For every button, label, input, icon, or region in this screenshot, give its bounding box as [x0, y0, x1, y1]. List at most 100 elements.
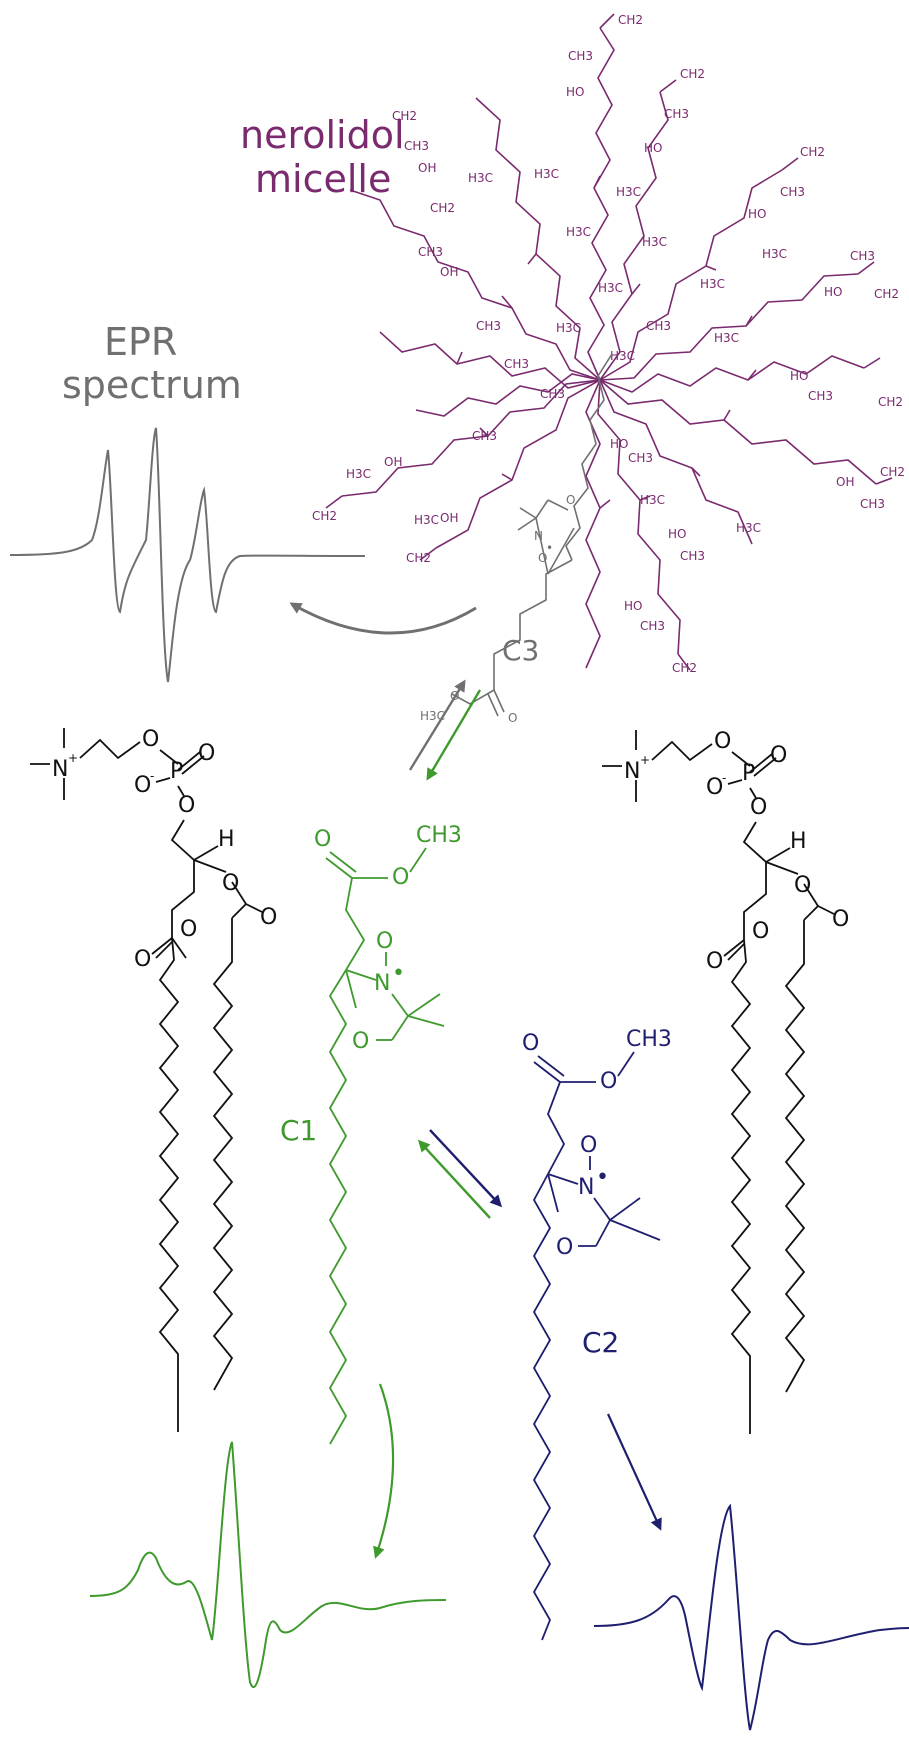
epr-spectrum-c3	[9, 427, 366, 683]
label-o: O	[352, 1029, 369, 1054]
label-o: O	[142, 727, 159, 752]
label-h3c: H3C	[420, 709, 445, 723]
label-ho: HO	[668, 527, 686, 541]
label-o: O	[566, 493, 575, 507]
epr-spectrum-c1	[89, 1441, 447, 1688]
label-ch3: CH3	[850, 249, 875, 263]
epr-spectrum-c2	[593, 1503, 909, 1731]
label-ch3: CH3	[476, 319, 501, 333]
label-h: H	[218, 827, 235, 852]
label-ch3: CH3	[626, 1027, 672, 1052]
label-ch3: CH3	[680, 549, 705, 563]
label-minus: -	[150, 769, 154, 783]
label-h3c: H3C	[598, 281, 623, 295]
label-o: O	[770, 743, 787, 768]
label-dot: •	[596, 1165, 609, 1190]
label-p: P	[170, 759, 183, 784]
label-ch2: CH2	[618, 13, 643, 27]
label-h3c: H3C	[556, 321, 581, 335]
c1-to-spectrum-arrow-icon	[373, 1383, 395, 1559]
label-o: O	[178, 793, 195, 818]
label-h3c: H3C	[566, 225, 591, 239]
label-ch3: CH3	[628, 451, 653, 465]
label-o: O	[580, 1133, 597, 1158]
label-ch3: CH3	[664, 107, 689, 121]
epr-title-line2: spectrum	[62, 363, 242, 407]
epr-title: EPR spectrum	[62, 320, 242, 407]
c3-probe	[451, 353, 613, 717]
label-c2: C2	[582, 1326, 619, 1359]
label-h3c: H3C	[346, 467, 371, 481]
label-h3c: H3C	[700, 277, 725, 291]
label-ch3: CH3	[416, 823, 462, 848]
c2-to-spectrum-arrow-icon	[606, 1413, 662, 1531]
label-o: O	[832, 907, 849, 932]
label-h3c: H3C	[762, 247, 787, 261]
c3-to-spectrum-arrow-icon	[289, 602, 477, 635]
label-o: O	[134, 773, 151, 798]
label-o: O	[538, 551, 547, 565]
label-oh: OH	[440, 265, 458, 279]
label-ch2: CH2	[680, 67, 705, 81]
label-plus: +	[68, 751, 78, 765]
label-n: N	[578, 1175, 594, 1200]
c2-probe	[532, 1051, 661, 1641]
label-ch3: CH3	[418, 245, 443, 259]
label-minus: -	[722, 771, 726, 785]
label-n: N	[52, 757, 68, 782]
label-ho: HO	[566, 85, 584, 99]
label-h3c: H3C	[714, 331, 739, 345]
label-ch2: CH2	[880, 465, 905, 479]
label-h3c: H3C	[736, 521, 761, 535]
label-o: O	[198, 741, 215, 766]
label-h3c: H3C	[616, 185, 641, 199]
label-p: P	[742, 761, 755, 786]
label-ch2: CH2	[878, 395, 903, 409]
label-ch3: CH3	[808, 389, 833, 403]
label-dot: •	[392, 961, 405, 986]
label-o: O	[508, 711, 517, 725]
c3-probe-atom-labels: O N O • O O H3C	[420, 493, 575, 725]
label-h3c: H3C	[468, 171, 493, 185]
c1-probe-atom-labels: O O CH3 N • O O	[314, 823, 462, 1054]
label-o: O	[600, 1069, 617, 1094]
label-ch3: CH3	[472, 429, 497, 443]
label-ch3: CH3	[404, 139, 429, 153]
label-ho: HO	[610, 437, 628, 451]
label-oh: OH	[384, 455, 402, 469]
c2-probe-atom-labels: O O CH3 N • O O	[522, 1027, 672, 1260]
c1-to-c3-arrow-icon	[408, 679, 466, 771]
label-ch3: CH3	[860, 497, 885, 511]
micelle-title: nerolidol micelle	[240, 113, 405, 201]
label-dot: •	[546, 541, 553, 555]
label-ch3: CH3	[504, 357, 529, 371]
c1-probe	[325, 847, 445, 1445]
phospholipid-left-atom-labels: N + O P O O - O H O O O O	[52, 727, 277, 972]
c2-to-c1-arrow-icon	[417, 1139, 491, 1219]
label-h3c: H3C	[610, 349, 635, 363]
c3-to-c1-arrow-icon	[426, 689, 482, 781]
label-o: O	[376, 929, 393, 954]
label-o: O	[314, 827, 331, 852]
label-o: O	[714, 729, 731, 754]
label-h3c: H3C	[534, 167, 559, 181]
label-h3c: H3C	[642, 235, 667, 249]
label-n: N	[624, 759, 640, 784]
micelle-title-line2: micelle	[255, 157, 391, 201]
label-ho: HO	[748, 207, 766, 221]
label-o: O	[134, 947, 151, 972]
micelle-title-line1: nerolidol	[240, 113, 405, 157]
micelle-atom-labels: CH2 CH3 HO CH2 CH3 HO CH2 CH3 HO CH2 CH3…	[312, 13, 905, 675]
label-o: O	[260, 905, 277, 930]
phospholipid-right: N + O P O O - O H O O O O	[602, 729, 849, 1434]
epr-title-line1: EPR	[104, 320, 177, 364]
label-ch2: CH2	[406, 551, 431, 565]
label-c3: C3	[502, 634, 539, 667]
label-o: O	[522, 1031, 539, 1056]
label-ch3: CH3	[646, 319, 671, 333]
label-ho: HO	[644, 141, 662, 155]
label-ch2: CH2	[392, 109, 417, 123]
label-ch3: CH3	[640, 619, 665, 633]
label-n: N	[534, 529, 543, 543]
